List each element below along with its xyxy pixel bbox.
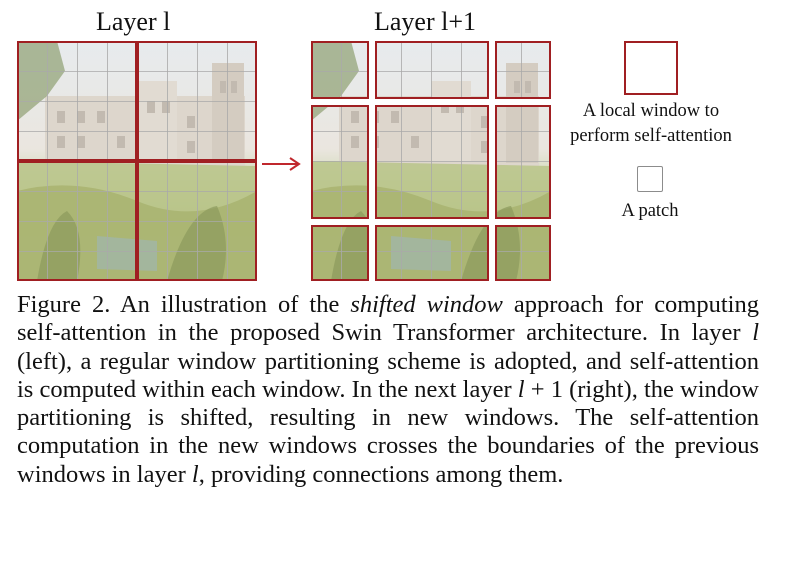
local-window: [137, 161, 257, 281]
shifted-window: [311, 105, 369, 219]
legend-window-label: A local window to perform self-attention: [570, 101, 732, 146]
caption-math-l: l: [517, 375, 525, 403]
caption-math-l: l: [752, 319, 759, 347]
legend-window-swatch: [624, 41, 678, 95]
shifted-window: [375, 41, 489, 99]
caption-text: (left), a regular window partitioning sc…: [17, 347, 759, 403]
layer-l-plus-1-label: Layer l+1: [374, 7, 477, 36]
layer-l-plus-1-image-panel: [311, 41, 551, 281]
legend-patch-swatch: [637, 166, 663, 192]
figure-caption: Figure 2. An illustration of the shifted…: [17, 291, 759, 489]
shifted-window: [495, 41, 551, 99]
castle-image: [311, 41, 551, 281]
local-window: [137, 41, 257, 161]
caption-math-plus-one: + 1: [524, 375, 563, 403]
local-window: [17, 41, 137, 161]
caption-math-l: l: [191, 460, 199, 488]
shifted-window: [375, 105, 489, 219]
caption-text: approach for computing self-attention in…: [17, 291, 759, 347]
layer-l-image-panel: [17, 41, 257, 281]
caption-prefix: Figure 2. An illustration of the: [17, 291, 351, 318]
shifted-window: [311, 41, 369, 99]
caption-text: , providing connections among them.: [198, 460, 564, 488]
caption-text: (right), the window partitioning is shif…: [17, 375, 759, 488]
shifted-window: [311, 225, 369, 281]
caption-emphasis: shifted window: [350, 291, 503, 318]
legend-patch-label: A patch: [621, 201, 679, 221]
right-arrow-icon: [262, 157, 301, 171]
shifted-window: [495, 225, 551, 281]
layer-l-label: Layer l: [96, 7, 171, 36]
shifted-window: [495, 105, 551, 219]
local-window: [17, 161, 137, 281]
shifted-window: [375, 225, 489, 281]
